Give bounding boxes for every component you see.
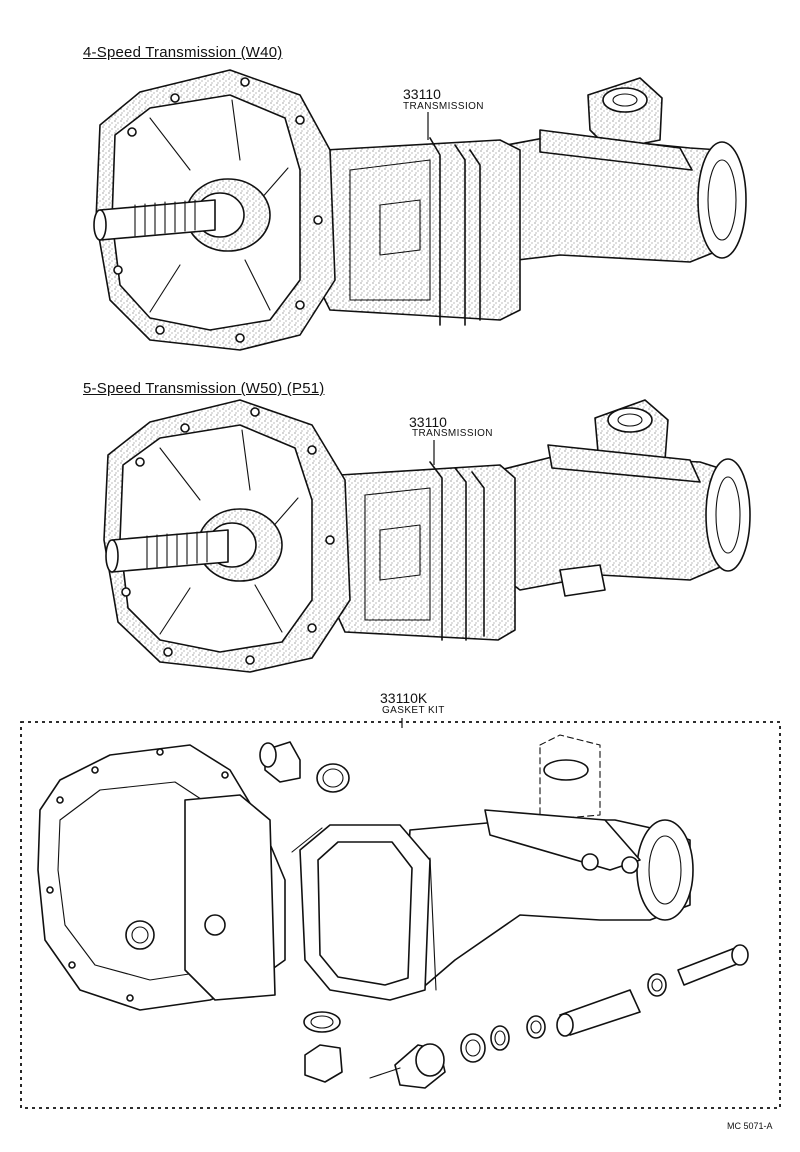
w40-part-name: TRANSMISSION [403, 101, 484, 112]
w40-part-number: 33110 [403, 86, 441, 102]
w40-section-heading: 4-Speed Transmission (W40) [83, 44, 283, 61]
w50-section-heading: 5-Speed Transmission (W50) (P51) [83, 380, 325, 397]
w50-transmission-drawing [103, 399, 751, 673]
gasket-kit-boundary [20, 721, 781, 1109]
w50-part-number: 33110 [409, 414, 447, 430]
figure-code: MC 5071-A [727, 1121, 773, 1131]
gasket-kit-part-number: 33110K [380, 690, 428, 706]
gasket-kit-part-name: GASKET KIT [382, 705, 445, 716]
w40-transmission-drawing [93, 69, 747, 351]
w50-part-name: TRANSMISSION [412, 428, 493, 439]
gasket-kit-drawing [20, 721, 781, 1109]
leader-lines [401, 112, 435, 728]
